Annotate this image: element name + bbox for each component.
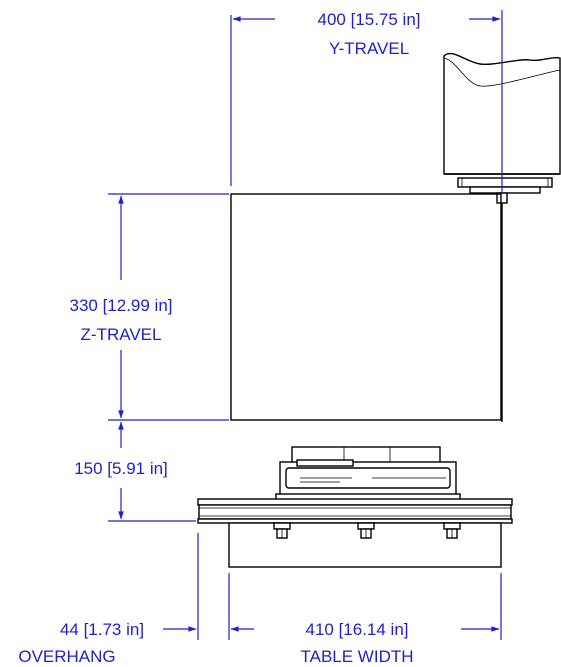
machine-table — [197, 498, 513, 524]
y-travel-value: 400 [15.75 in] — [317, 10, 420, 29]
y-travel-dimension: 400 [15.75 in] Y-TRAVEL — [230, 10, 503, 194]
z-travel-value: 330 [12.99 in] — [69, 296, 172, 315]
work-envelope — [230, 193, 502, 421]
z-travel-label: Z-TRAVEL — [81, 325, 162, 344]
table-saddle — [228, 522, 502, 568]
z-travel-dimension: 330 [12.99 in] Z-TRAVEL — [69, 193, 229, 421]
overhang-value: 44 [1.73 in] — [60, 620, 144, 639]
overhang-label: OVERHANG — [18, 647, 115, 666]
table-width-value: 410 [16.14 in] — [305, 620, 408, 639]
table-width-dimension: 44 [1.73 in] OVERHANG 410 [16.14 in] TAB… — [18, 533, 502, 666]
clearance-value: 150 [5.91 in] — [74, 459, 168, 478]
y-travel-label: Y-TRAVEL — [329, 39, 409, 58]
spindle-head — [443, 52, 561, 422]
table-width-label: TABLE WIDTH — [300, 647, 413, 666]
clearance-dimension: 150 [5.91 in] — [74, 421, 196, 522]
vise-fixture — [275, 446, 461, 501]
